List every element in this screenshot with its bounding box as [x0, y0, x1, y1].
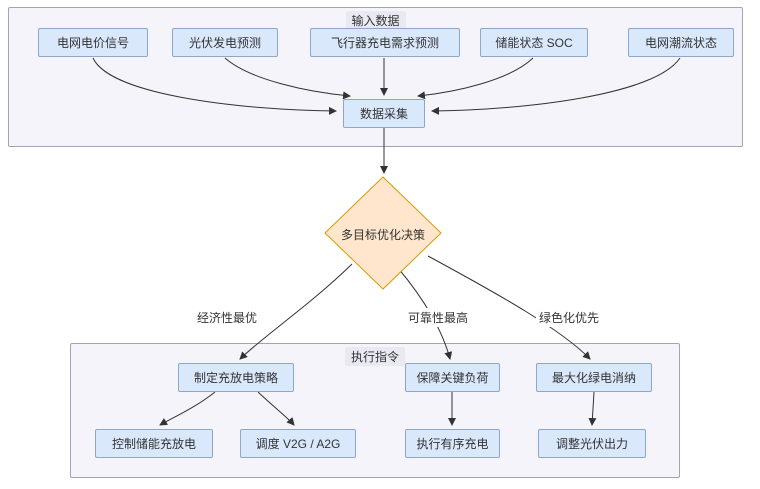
- node-grid-price-signal: 电网电价信号: [38, 28, 148, 57]
- node-green-consumption: 最大化绿电消纳: [536, 363, 652, 392]
- node-control-storage: 控制储能充放电: [95, 429, 213, 458]
- node-aircraft-charge-demand: 飞行器充电需求预测: [310, 28, 460, 57]
- node-storage-soc: 储能状态 SOC: [480, 28, 588, 57]
- edge-label-economic: 经济性最优: [194, 308, 261, 327]
- node-orderly-charging: 执行有序充电: [405, 429, 500, 458]
- node-dispatch-v2g-a2g: 调度 V2G / A2G: [240, 429, 356, 458]
- edge-label-reliability: 可靠性最高: [405, 308, 472, 327]
- node-critical-load: 保障关键负荷: [405, 363, 500, 392]
- node-grid-flow-state: 电网潮流状态: [628, 28, 734, 57]
- execution-group-title: 执行指令: [344, 347, 406, 366]
- decision-diamond-shape: [324, 176, 442, 290]
- edge-price-to-collect: [92, 57, 337, 115]
- edge-flow-to-collect: [431, 57, 681, 115]
- edge-label-green-first: 绿色化优先: [536, 308, 603, 327]
- edge-pv-to-collect: [224, 57, 351, 100]
- edge-decision-to-strategy: [239, 263, 353, 360]
- edge-strategy-to-storage: [159, 391, 216, 426]
- edge-soc-to-collect: [417, 57, 534, 100]
- node-data-collection: 数据采集: [343, 99, 425, 128]
- node-adjust-pv-output: 调整光伏出力: [538, 429, 646, 458]
- node-pv-forecast: 光伏发电预测: [172, 28, 278, 57]
- edge-decision-to-green: [427, 255, 591, 360]
- edge-strategy-to-v2g: [257, 391, 295, 426]
- node-charge-strategy: 制定充放电策略: [178, 363, 294, 392]
- node-decision-label: 多目标优化决策: [340, 228, 425, 242]
- edge-green-to-adjust: [588, 391, 597, 426]
- input-data-group-title: 输入数据: [345, 11, 406, 30]
